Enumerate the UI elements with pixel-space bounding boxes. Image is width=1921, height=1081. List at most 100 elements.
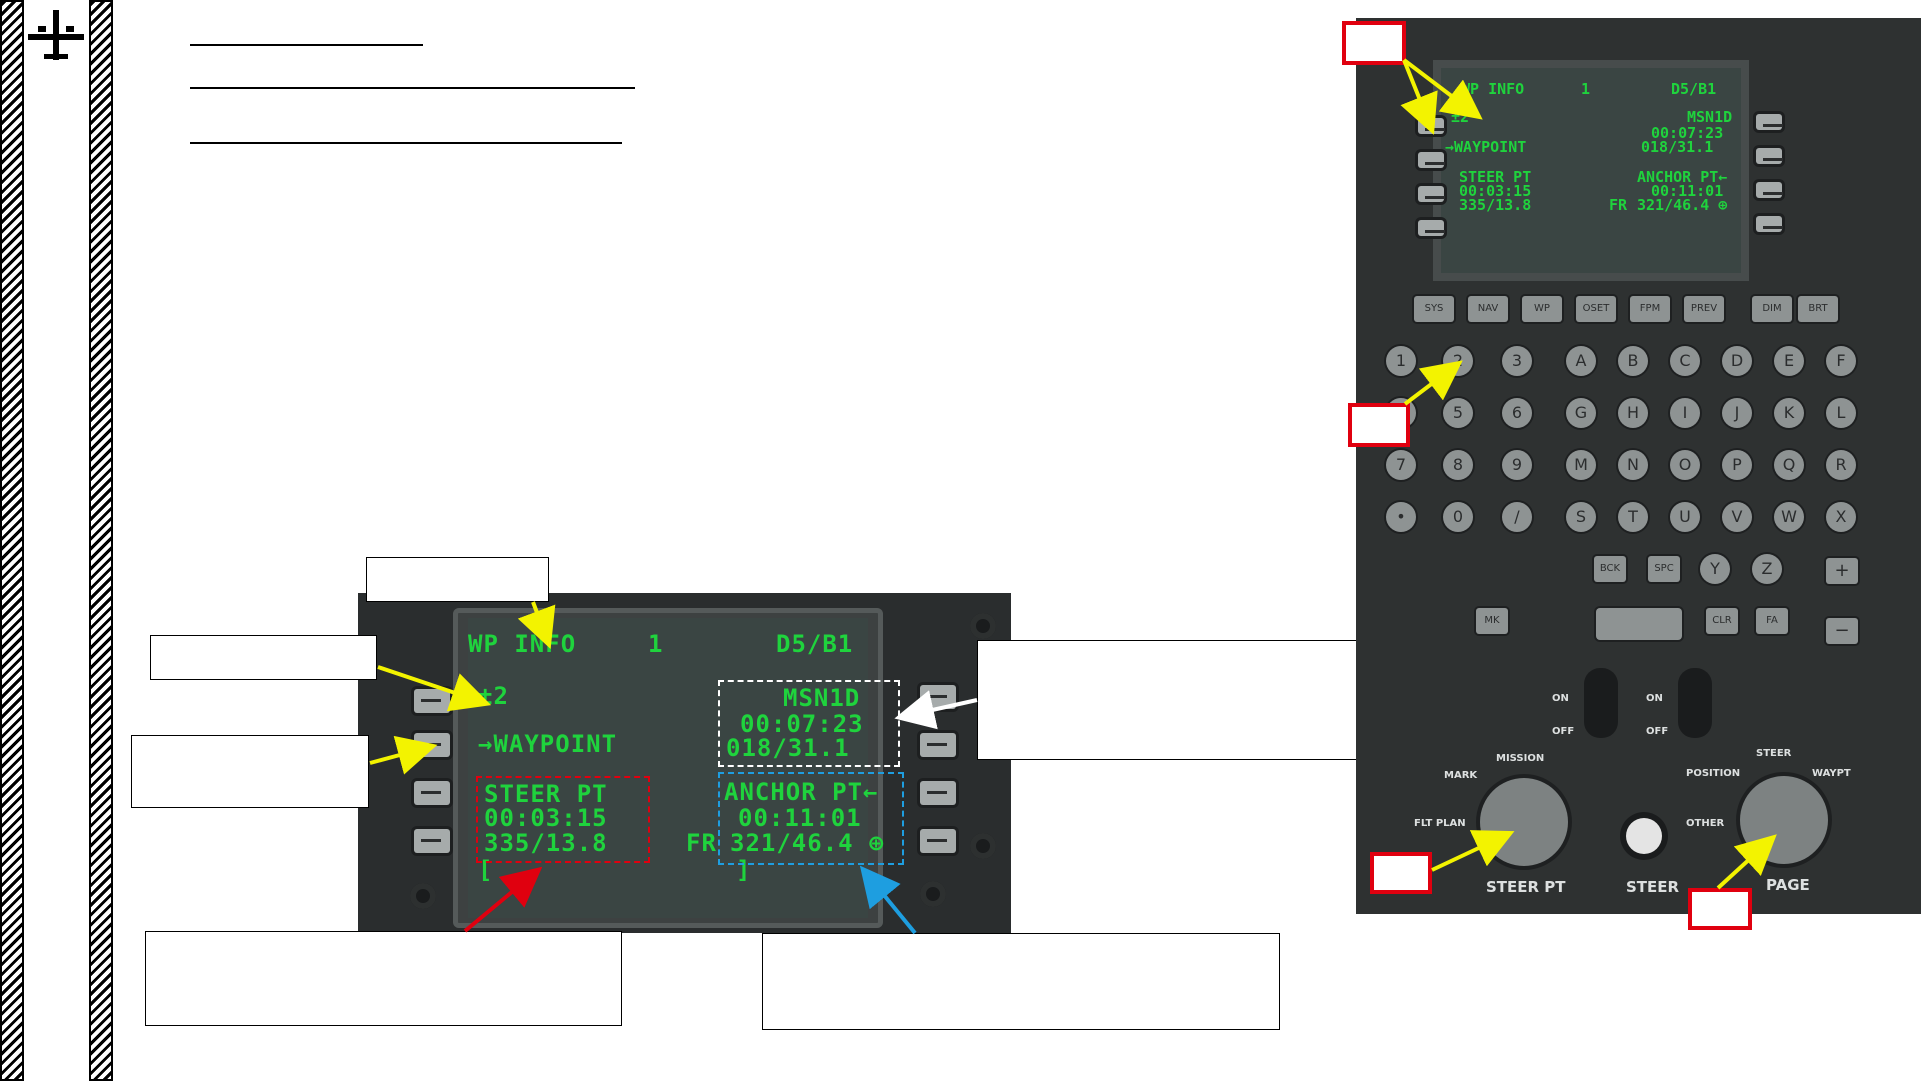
scratchpad-left-bracket: [ (478, 856, 494, 884)
prev-button[interactable]: PREV (1684, 296, 1724, 322)
cdu-lsk-right-1[interactable] (1756, 114, 1783, 130)
key-f[interactable]: F (1826, 346, 1856, 376)
anchor-point-highlight (718, 772, 904, 865)
arrow-steer-knob (1431, 830, 1515, 872)
cdu-lsk-left-2[interactable] (1418, 152, 1445, 168)
msn-id: MSN1D (783, 684, 861, 712)
key-b[interactable]: B (1618, 346, 1648, 376)
arrow-to-waypoint-lsk (369, 735, 438, 775)
lsk-left-4[interactable] (414, 829, 450, 853)
steer-toggle[interactable] (1626, 818, 1662, 854)
key-1[interactable]: 1 (1386, 346, 1416, 376)
knob1-mark-label: MARK (1444, 770, 1478, 781)
cdu-lsk-right-4[interactable] (1756, 216, 1783, 232)
arrow-to-steer-point (463, 866, 543, 933)
knob1-mission-label: MISSION (1496, 753, 1545, 764)
cdu-anchor-time: 00:11:01 (1651, 182, 1724, 200)
spc-button[interactable]: SPC (1648, 556, 1680, 582)
arrow-to-waypoint-number (377, 665, 492, 712)
steer-point-label: STEER PT (484, 780, 608, 808)
key-a[interactable]: A (1566, 346, 1596, 376)
oset-button[interactable]: OSET (1576, 296, 1616, 322)
key-v[interactable]: V (1722, 502, 1752, 532)
lsk-right-3[interactable] (920, 781, 956, 805)
cdu-lsk-right-3[interactable] (1756, 182, 1783, 198)
key-y[interactable]: Y (1700, 554, 1730, 584)
arrow-page-knob (1716, 834, 1777, 890)
key-t[interactable]: T (1618, 502, 1648, 532)
screw-icon (410, 883, 436, 909)
key-g[interactable]: G (1566, 398, 1596, 428)
key-0[interactable]: 0 (1443, 502, 1473, 532)
toggle2-on-label: ON (1646, 693, 1663, 704)
right-hatch-bar (89, 0, 113, 1081)
lsk-right-4[interactable] (920, 829, 956, 853)
callout-waypoint-number (150, 635, 377, 680)
key-s[interactable]: S (1566, 502, 1596, 532)
key-p[interactable]: P (1722, 450, 1752, 480)
nav-button[interactable]: NAV (1468, 296, 1508, 322)
label-box-lsk (1342, 21, 1406, 65)
sys-button[interactable]: SYS (1414, 296, 1454, 322)
brightness-minus[interactable]: − (1826, 618, 1858, 644)
key-k[interactable]: K (1774, 398, 1804, 428)
bck-button[interactable]: BCK (1594, 556, 1626, 582)
key-o[interactable]: O (1670, 450, 1700, 480)
key-m[interactable]: M (1566, 450, 1596, 480)
steer-point-highlight (476, 776, 650, 863)
screw-icon (970, 833, 996, 859)
cdu-msn-id: MSN1D (1687, 108, 1733, 126)
aircraft-icon (28, 10, 84, 60)
toggle-switch-1[interactable] (1584, 668, 1618, 738)
key-c[interactable]: C (1670, 346, 1700, 376)
key-8[interactable]: 8 (1443, 450, 1473, 480)
key-7[interactable]: 7 (1386, 450, 1416, 480)
lsk-left-1[interactable] (414, 689, 450, 713)
key-5[interactable]: 5 (1443, 398, 1473, 428)
cdu-lsk-left-4[interactable] (1418, 220, 1445, 236)
toggle-switch-2[interactable] (1678, 668, 1712, 738)
key-6[interactable]: 6 (1502, 398, 1532, 428)
key-i[interactable]: I (1670, 398, 1700, 428)
cdu-steer-time: 00:03:15 (1459, 182, 1532, 200)
key-x[interactable]: X (1826, 502, 1856, 532)
lsk-right-2[interactable] (920, 733, 956, 757)
brt-button[interactable]: BRT (1798, 296, 1838, 322)
label-box-steer-knob (1370, 852, 1432, 894)
knob2-other-label: OTHER (1686, 818, 1725, 829)
key-l[interactable]: L (1826, 398, 1856, 428)
knob2-waypt-label: WAYPT (1812, 768, 1851, 779)
key-j[interactable]: J (1722, 398, 1752, 428)
key-slash[interactable]: / (1502, 502, 1532, 532)
key-h[interactable]: H (1618, 398, 1648, 428)
key-9[interactable]: 9 (1502, 450, 1532, 480)
fpm-button[interactable]: FPM (1630, 296, 1670, 322)
mk-button[interactable]: MK (1476, 608, 1508, 634)
label-box-page-knob (1688, 888, 1752, 930)
key-w[interactable]: W (1774, 502, 1804, 532)
brightness-plus[interactable]: + (1826, 558, 1858, 584)
title-line-1 (190, 44, 423, 46)
key-e[interactable]: E (1774, 346, 1804, 376)
rocker-switch[interactable] (1596, 608, 1682, 640)
clr-button[interactable]: CLR (1706, 608, 1738, 634)
dim-button[interactable]: DIM (1752, 296, 1792, 322)
key-dot[interactable]: • (1386, 502, 1416, 532)
anchor-point-bearing: 321/46.4 ⊕ (730, 829, 885, 857)
cdu-msn-time: 00:07:23 (1651, 124, 1724, 142)
key-z[interactable]: Z (1752, 554, 1782, 584)
cdu-anchor-label: ANCHOR PT← (1637, 168, 1728, 186)
key-n[interactable]: N (1618, 450, 1648, 480)
cdu-lsk-left-3[interactable] (1418, 186, 1445, 202)
waypoint-lsk-label: →WAYPOINT (478, 730, 618, 758)
key-3[interactable]: 3 (1502, 346, 1532, 376)
key-r[interactable]: R (1826, 450, 1856, 480)
key-q[interactable]: Q (1774, 450, 1804, 480)
key-u[interactable]: U (1670, 502, 1700, 532)
key-d[interactable]: D (1722, 346, 1752, 376)
cdu-lsk-right-2[interactable] (1756, 148, 1783, 164)
lsk-left-3[interactable] (414, 781, 450, 805)
screw-icon (970, 613, 996, 639)
wp-button[interactable]: WP (1522, 296, 1562, 322)
fa-button[interactable]: FA (1756, 608, 1788, 634)
